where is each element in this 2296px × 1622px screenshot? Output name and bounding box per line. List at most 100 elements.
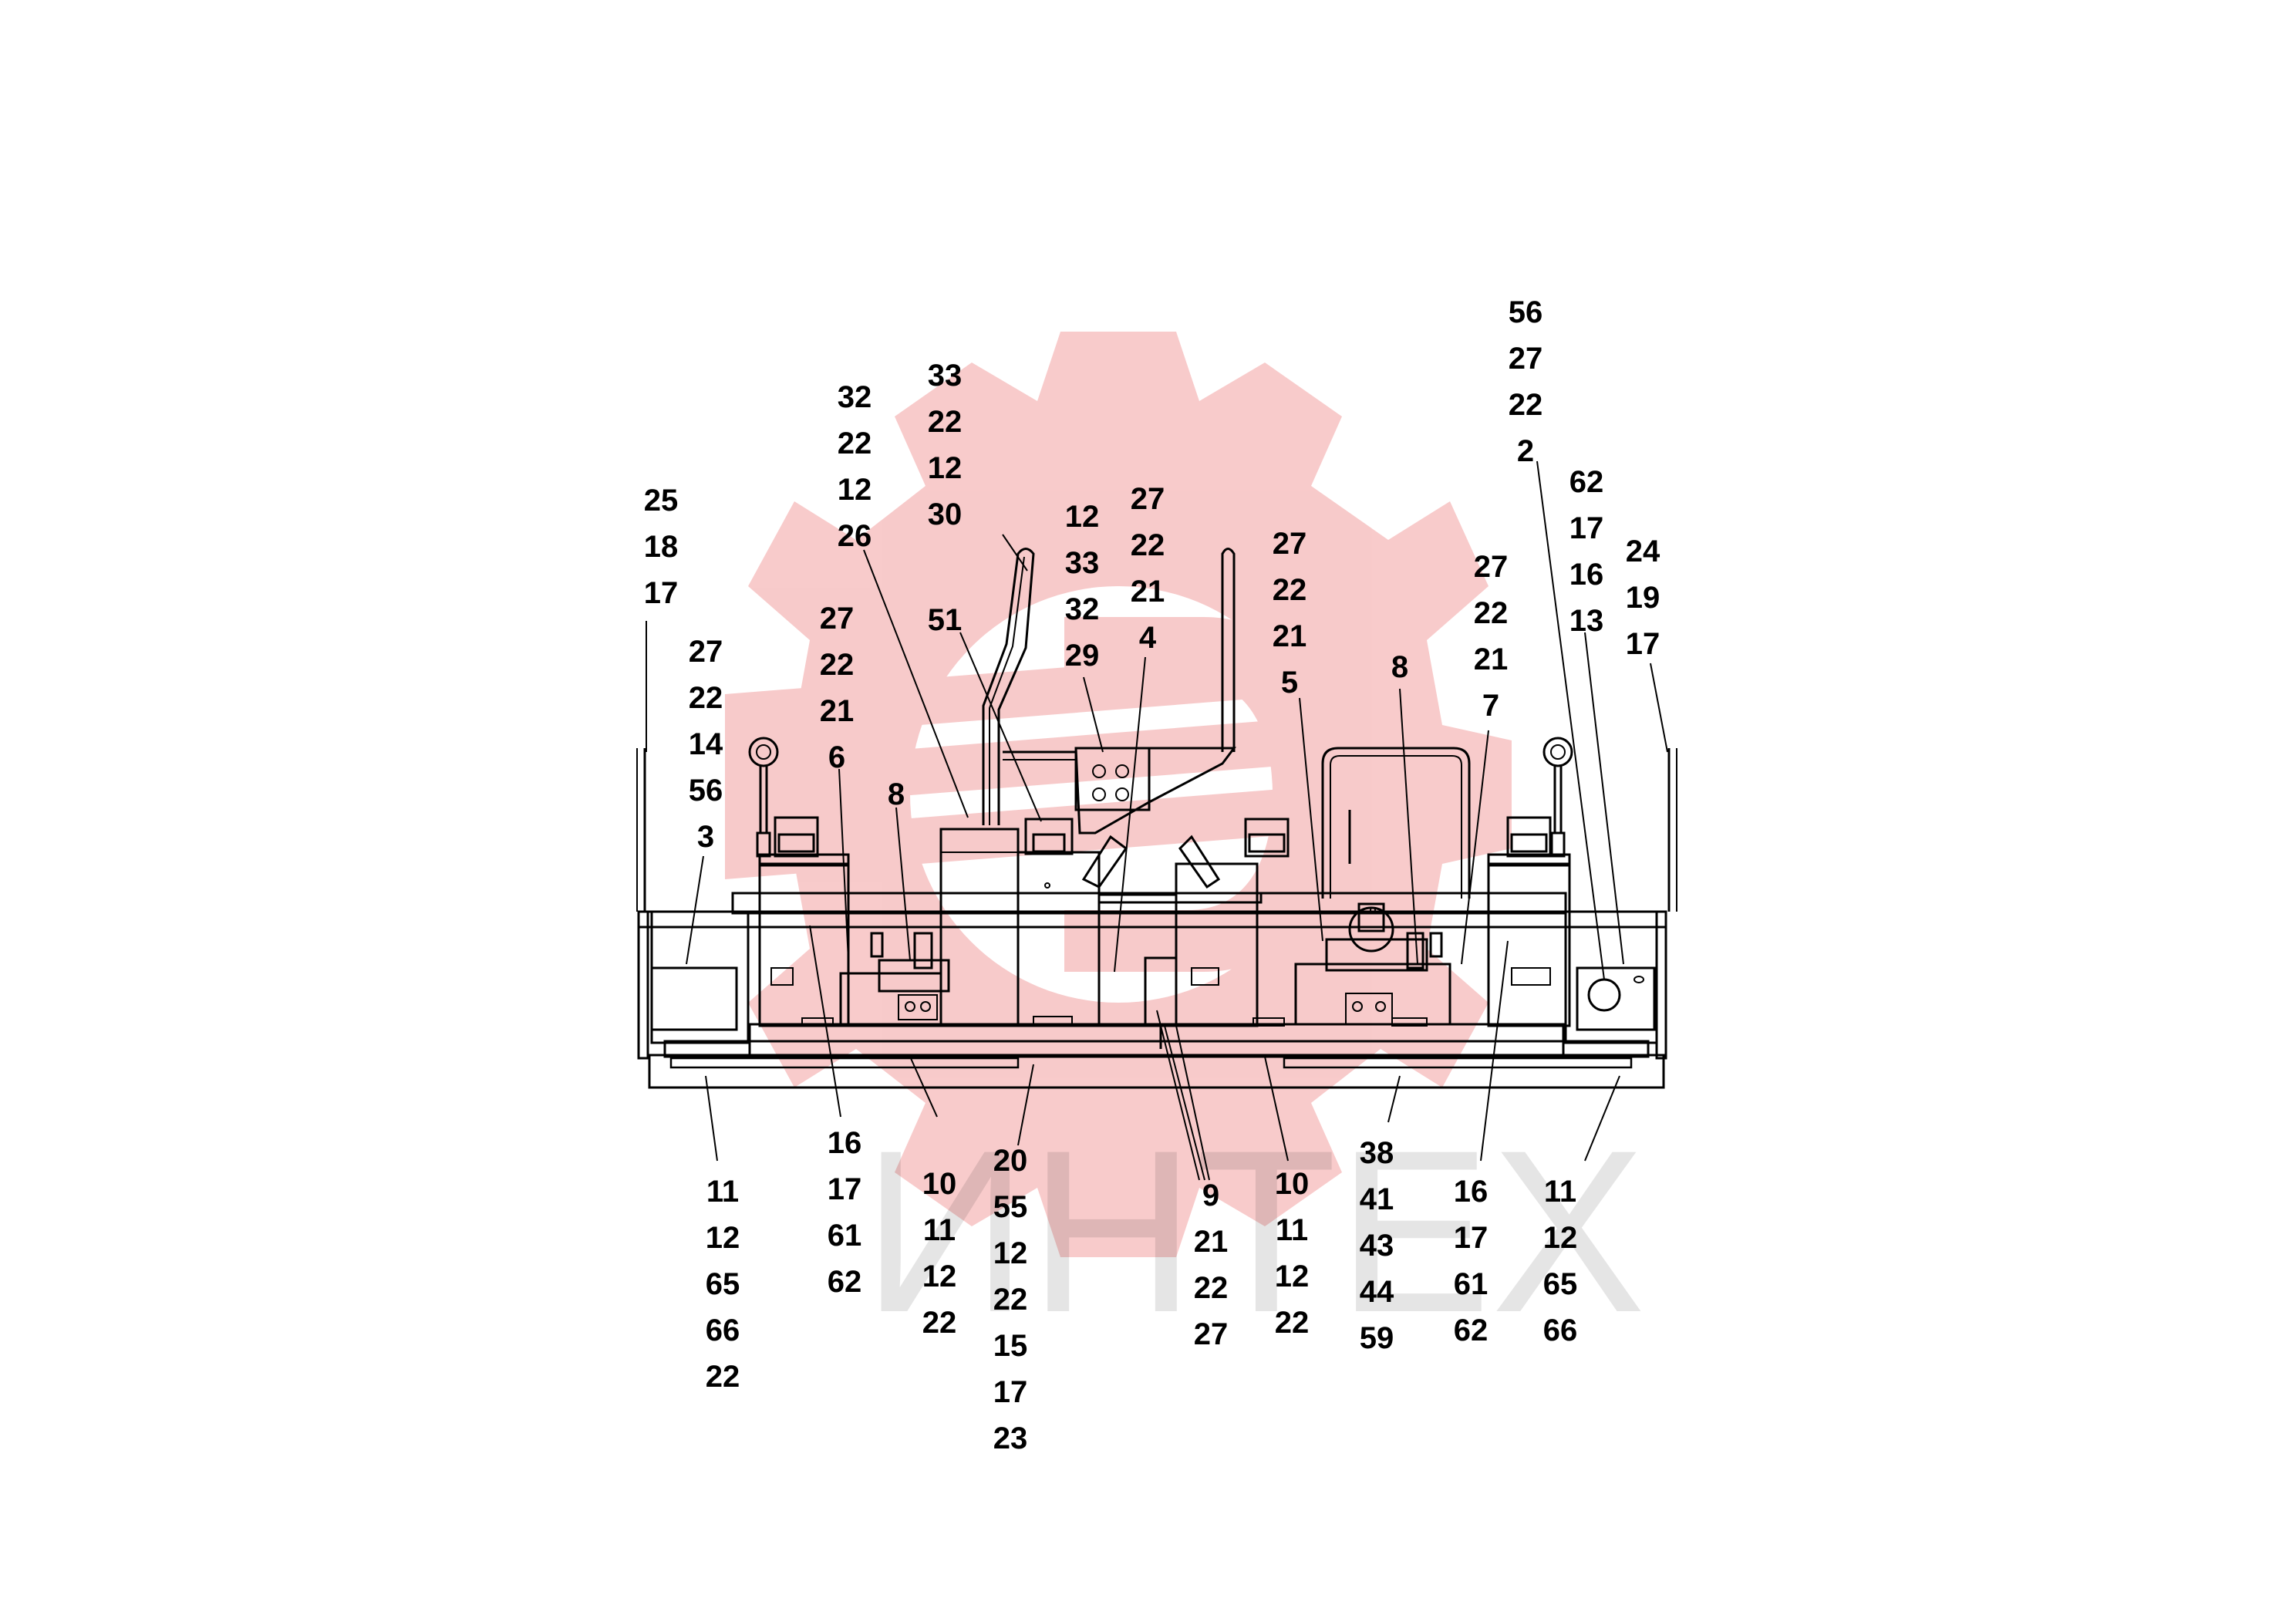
callout-label: 65 [1543,1267,1578,1301]
callout-label: 33 [1065,546,1100,580]
left-small-valve [870,932,884,958]
left-handrail [982,548,1035,825]
callout-label: 4 [1139,621,1157,655]
callout-label: 22 [922,1306,957,1340]
callout-label: 13 [1569,604,1604,638]
callout-label: 11 [706,1175,739,1209]
callout-label: 22 [838,427,872,460]
right-lever-bracket [1178,835,1221,889]
callout-label: 66 [706,1313,740,1347]
right-extension-housing [1564,910,1658,1044]
callout-label: 27 [820,602,855,636]
left-column-window [770,967,794,986]
callout-label: 12 [922,1259,957,1293]
console-knob [1115,787,1129,801]
left-lifting-eye [748,737,779,858]
main-beam-box [748,1023,1565,1057]
right-column-window [1511,967,1551,986]
callout-label: 12 [706,1221,740,1255]
callout-label: 12 [1065,500,1100,534]
callout-label: 61 [828,1219,862,1253]
callout-label: 17 [1626,627,1660,661]
callout-label: 22 [1474,596,1509,630]
gear-inner-mark [1064,617,1342,972]
right-vibrator-bolt [1352,1001,1363,1012]
callout-label: 16 [1569,558,1604,592]
left-column-top [758,853,850,867]
right-console-post [1221,548,1236,752]
right-small-valve [1429,932,1443,958]
control-panel [1074,747,1151,811]
callout-label: 16 [1454,1175,1489,1209]
right-cylinder-block [1576,966,1656,1031]
callout-label: 17 [644,576,679,610]
callout-label: 23 [993,1421,1028,1455]
callout-label: 21 [1131,575,1165,609]
callout-label: 61 [1454,1267,1489,1301]
callout-label: 22 [1273,573,1307,607]
left-handrail-inner [989,556,1025,825]
callout-label: 12 [838,473,872,507]
console-knob [1092,764,1106,778]
callout-label: 44 [1360,1275,1394,1309]
right-inspection-hole [1633,976,1644,983]
callout-label: 62 [828,1265,862,1299]
callout-label: 33 [928,359,963,393]
callout-label: 27 [1194,1317,1229,1351]
callout-labels: 25 18 17 27 22 14 56 3 32 22 12 26 27 22… [644,295,1660,1455]
callout-label: 22 [993,1283,1028,1317]
callout-label: 21 [1474,642,1509,676]
callout-label: 18 [644,530,679,564]
callout-label: 12 [1543,1221,1578,1255]
callout-label: 7 [1482,689,1499,723]
left-clamp [774,816,819,858]
callout-label: 22 [928,405,963,439]
callout-label: 6 [828,740,845,774]
callout-label: 56 [689,774,723,808]
center-shaft-link [1097,892,1263,904]
left-screw-jack [913,932,933,969]
callout-label: 14 [689,727,723,761]
callout-label: 12 [928,451,963,485]
center-column-right [1175,862,1259,1027]
callout-label: 5 [1281,666,1298,700]
callout-label: 41 [1360,1182,1394,1216]
control-box-cap [1032,833,1066,853]
callout-label: 27 [1509,342,1543,376]
callout-label: 10 [922,1167,957,1201]
callout-label: 43 [1360,1229,1394,1263]
right-vibrator-motor-top [1357,902,1385,932]
callout-label: 11 [1276,1213,1308,1247]
callout-label: 22 [1275,1306,1310,1340]
callout-label: 56 [1509,295,1543,329]
callout-label: 32 [1065,592,1100,626]
callout-label: 22 [689,681,723,715]
callout-label: 32 [838,380,872,414]
callout-label: 24 [1626,534,1660,568]
callout-label: 11 [923,1213,956,1247]
callout-label: 20 [993,1144,1028,1178]
callout-label: 55 [993,1190,1028,1224]
callout-label: 9 [1202,1179,1219,1212]
right-column [1487,862,1571,1027]
right-hydraulic-port [1587,978,1621,1012]
callout-label: 8 [1391,650,1408,684]
callout-label: 51 [928,603,963,637]
callout-label: 21 [1273,619,1307,653]
right-bottom-rail [1283,1057,1633,1069]
callout-label: 8 [888,777,905,811]
console-knob [1115,764,1129,778]
callout-label: 59 [1360,1321,1394,1355]
gear-stripe [725,717,1311,810]
callout-label: 27 [1131,482,1165,516]
screed-assembly-drawing [636,548,1677,1089]
callout-label: 27 [1474,550,1509,584]
gear-stripe [725,648,1311,740]
callout-label: 22 [820,648,855,682]
leader-lines [646,460,1668,1181]
left-vibrator-bolt [920,1001,931,1012]
left-vibrator-bolt [905,1001,915,1012]
watermark-text: ИНТЕХ [862,1101,1646,1361]
left-clamp-cap [777,833,815,853]
